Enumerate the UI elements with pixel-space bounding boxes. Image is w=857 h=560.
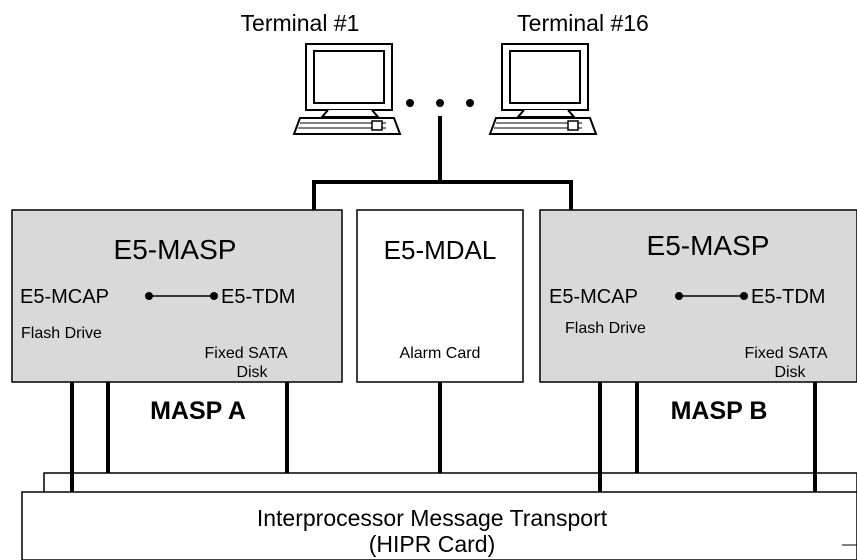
mdal-box <box>356 209 524 383</box>
masp-a-mcap-tdm-link <box>145 292 218 300</box>
imt-back-bar <box>43 472 857 494</box>
masp-a-title: E5-MASP <box>114 234 237 265</box>
masp-b-title: E5-MASP <box>647 230 770 261</box>
imt-subtitle: (HIPR Card) <box>369 531 496 557</box>
masp-b-sata-label-line2: Disk <box>774 364 806 381</box>
imt-connectors <box>70 382 817 492</box>
terminal-1-icon <box>292 43 402 135</box>
masp-b-tdm-label: E5-TDM <box>751 286 825 308</box>
masp-b-mcap-label: E5-MCAP <box>549 286 638 308</box>
masp-b-sata-label-line1: Fixed SATA <box>745 345 828 362</box>
masp-b-flash-label: Flash Drive <box>565 320 646 337</box>
terminal-16-icon <box>488 43 598 135</box>
masp-a-name: MASP A <box>150 397 246 425</box>
masp-b-name: MASP B <box>671 397 768 425</box>
masp-a-mcap-label: E5-MCAP <box>20 286 109 308</box>
masp-a-sata-label-line1: Fixed SATA <box>205 345 288 362</box>
masp-a-flash-label: Flash Drive <box>21 325 102 342</box>
mdal-title: E5-MDAL <box>384 235 497 265</box>
imt-box <box>21 491 857 560</box>
masp-b-mcap-tdm-link <box>675 292 748 300</box>
imt-title: Interprocessor Message Transport <box>257 505 608 531</box>
mdal-subtitle: Alarm Card <box>400 345 481 362</box>
ellipsis-dots <box>406 99 474 107</box>
terminal-bus <box>312 116 573 210</box>
terminal-16-label: Terminal #16 <box>517 10 649 36</box>
terminal-1-label: Terminal #1 <box>241 10 360 36</box>
masp-a-tdm-label: E5-TDM <box>221 286 295 308</box>
masp-a-sata-label-line2: Disk <box>236 364 268 381</box>
